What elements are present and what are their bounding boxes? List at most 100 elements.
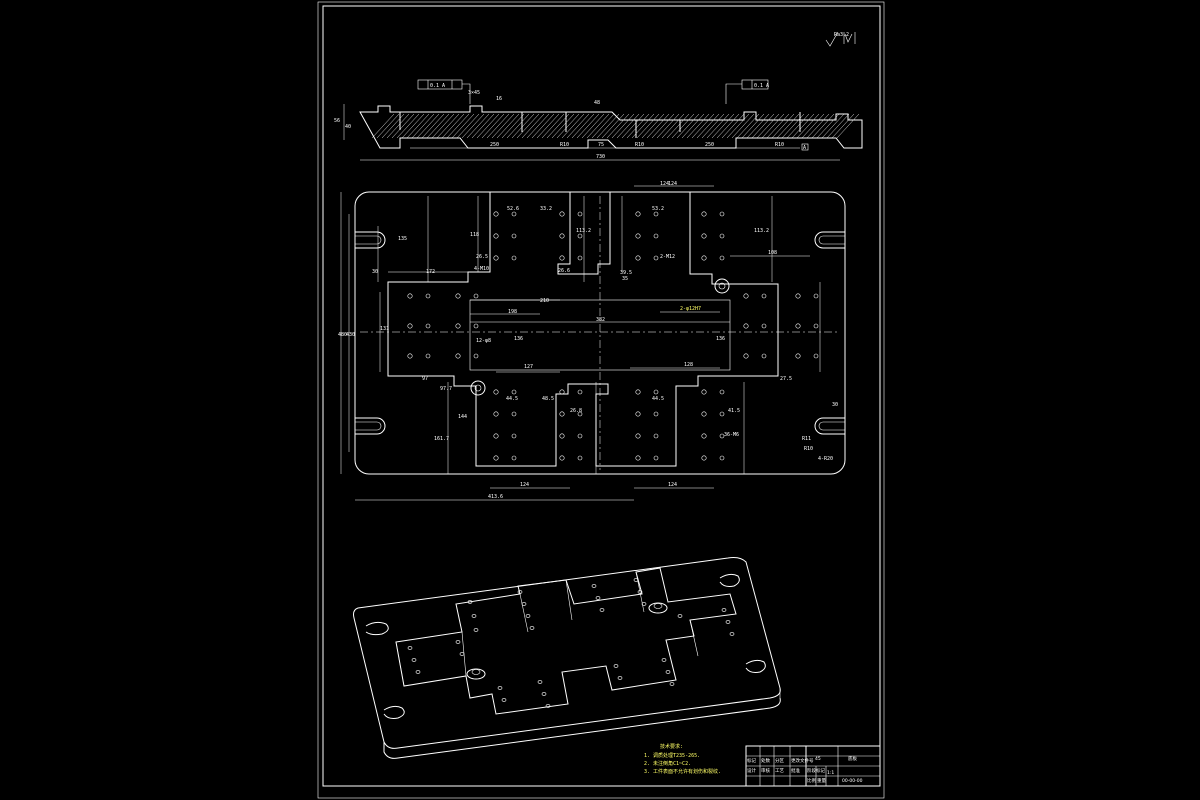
tapped-hole (473, 323, 479, 329)
svg-text:标记: 标记 (747, 757, 756, 764)
hatch-line (741, 113, 765, 139)
tapped-hole (701, 211, 707, 217)
tapped-hole (635, 411, 641, 417)
iso-holes (407, 578, 735, 708)
tapped-hole (455, 323, 461, 329)
section-view: 730 250 R10 75 R10 250 R10 56 40 3×45 16… (334, 79, 863, 161)
dimension-label: 39.5 (620, 270, 632, 276)
tapped-hole (761, 323, 767, 329)
u-slot-top-left (355, 231, 386, 249)
hatch-line (381, 113, 405, 139)
datum-symbol: A (801, 143, 809, 151)
tapped-hole (577, 411, 583, 417)
tapped-hole (743, 353, 749, 359)
hatch-line (581, 113, 605, 139)
svg-text:Ra3.2: Ra3.2 (834, 32, 849, 38)
title-drawing-no: 00-00-00 (842, 778, 863, 784)
locating-hole-right (714, 278, 730, 294)
dimension-label: 41.5 (728, 408, 740, 414)
technical-requirements: 技术要求: 1. 调质处理T235-265. 2. 未注倒角C1~C2. 3. … (644, 743, 721, 775)
tapped-hole (559, 389, 565, 395)
svg-text:设计: 设计 (747, 767, 756, 774)
tapped-hole (493, 455, 499, 461)
dimension-label: 44.5 (652, 396, 664, 402)
iso-hole (415, 670, 421, 674)
dimension-label: 35 (622, 276, 628, 282)
hatch-line (391, 113, 415, 139)
hatch-line (806, 113, 830, 139)
dimension-label: 26.5 (476, 254, 488, 260)
hatch-line (486, 113, 510, 139)
tapped-hole (813, 323, 819, 329)
tapped-hole (795, 353, 801, 359)
hatch-line (531, 113, 555, 139)
hatch-line (796, 113, 820, 139)
tapped-hole (493, 411, 499, 417)
tapped-hole (473, 353, 479, 359)
iso-hole (669, 682, 675, 686)
hatch-line (436, 113, 460, 139)
hatch-line (646, 113, 670, 139)
tolerance-frame-right: 0.1 A (725, 79, 769, 104)
dimension-label: 108 (768, 250, 777, 256)
dimension-label: 44.5 (506, 396, 518, 402)
iso-hole (471, 614, 477, 618)
iso-hole (595, 596, 601, 600)
tech-note-3: 3. 工件表面不允许有划伤和裂纹. (644, 768, 721, 775)
hatch-line (641, 113, 665, 139)
tapped-hole (761, 353, 767, 359)
tapped-hole (559, 211, 565, 217)
tapped-hole (577, 233, 583, 239)
hatch-line (466, 113, 490, 139)
dimension-label: 210 (540, 298, 549, 304)
iso-hole (617, 676, 623, 680)
tapped-hole (473, 293, 479, 299)
hatch-line (451, 113, 475, 139)
tapped-hole (407, 293, 413, 299)
tapped-hole (425, 353, 431, 359)
tapped-hole (635, 211, 641, 217)
tapped-hole (559, 411, 565, 417)
dimension-label: 127 (524, 364, 533, 370)
dimension-label: 124 (668, 482, 677, 488)
svg-text:0.1 A: 0.1 A (754, 83, 769, 89)
hatch-line (776, 113, 800, 139)
hatch-line (441, 113, 465, 139)
dimension-label: 36-M6 (724, 432, 739, 438)
tapped-hole (493, 211, 499, 217)
tapped-hole (559, 233, 565, 239)
hatch-line (691, 113, 715, 139)
dimension-label: 33.2 (540, 206, 552, 212)
hatch-line (706, 113, 730, 139)
hatch-line (736, 113, 760, 139)
dimension-label: 12-φ8 (476, 338, 491, 344)
iso-hole (665, 670, 671, 674)
tapped-hole (635, 233, 641, 239)
hatch-line (766, 113, 790, 139)
iso-hole (613, 664, 619, 668)
tapped-hole (701, 389, 707, 395)
tapped-hole (511, 389, 517, 395)
svg-text:250: 250 (490, 142, 499, 148)
tapped-hole (455, 293, 461, 299)
dimension-label: 144 (458, 414, 467, 420)
hatch-line (431, 113, 455, 139)
hatch-line (411, 113, 435, 139)
hatch-line (816, 113, 840, 139)
iso-hole (459, 652, 465, 656)
svg-text:批准: 批准 (791, 767, 800, 774)
hatch-line (601, 113, 625, 139)
hatch-line (651, 113, 675, 139)
tapped-hole (577, 211, 583, 217)
tapped-hole (719, 389, 725, 395)
hatch-line (371, 113, 395, 139)
svg-text:250: 250 (705, 142, 714, 148)
hatch-line (621, 113, 645, 139)
hatch-line (721, 113, 745, 139)
tapped-hole (813, 293, 819, 299)
tapped-hole (701, 233, 707, 239)
tech-note-2: 2. 未注倒角C1~C2. (644, 760, 691, 767)
iso-hole (637, 590, 643, 594)
hatch-line (561, 113, 585, 139)
